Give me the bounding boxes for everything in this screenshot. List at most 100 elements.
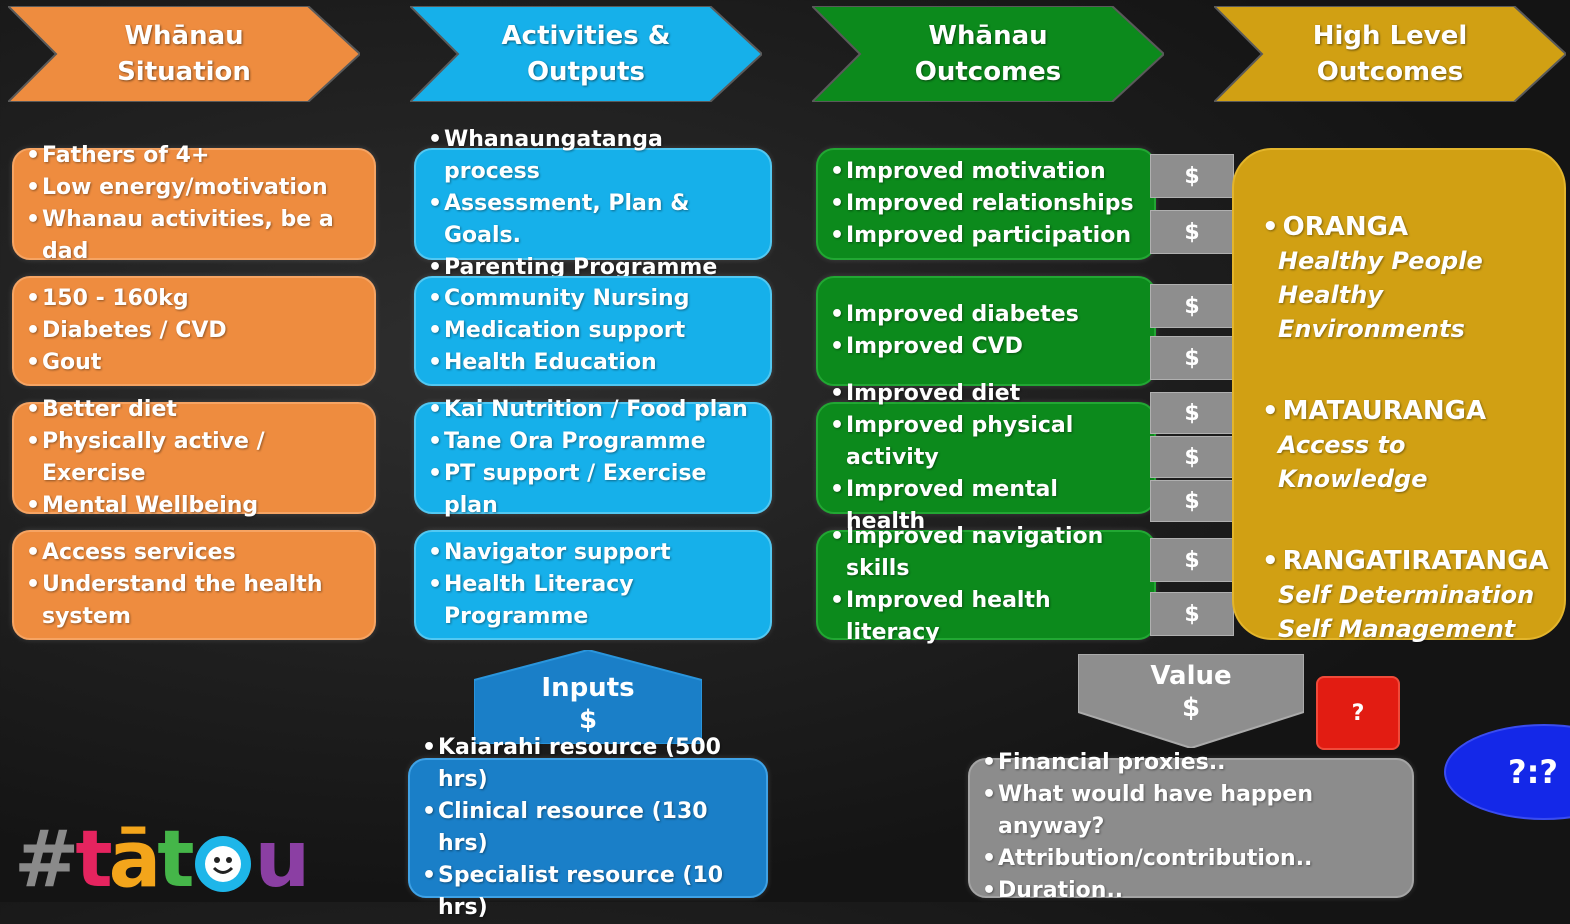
list-item: Improved participation [830,220,1142,252]
list-item: Improved CVD [830,331,1142,363]
list-item: Duration.. [982,875,1400,907]
activities-box-4: Navigator supportHealth Literacy Program… [414,530,772,640]
list-item: PT support / Exercise plan [428,458,758,522]
header-line2: Outcomes [1316,57,1464,87]
list-item: Specialist resource (10 hrs) [422,860,754,924]
high-level-sub: Self Management [1278,615,1516,643]
list-item: Attribution/contribution.. [982,843,1400,875]
high-level-sub: Healthy People [1278,247,1483,275]
inputs-box: Kaiarahi resource (500 hrs)Clinical reso… [408,732,768,920]
outcomes-box-4: Improved navigation skillsImproved healt… [816,521,1156,645]
high-level-sub: Healthy Environments [1278,281,1465,343]
list-item: Financial proxies.. [982,747,1400,779]
dollar-tab: $ [1150,392,1234,434]
high-level-sub: Self Determination [1278,581,1535,609]
list-item: Improved physical activity [830,410,1142,474]
ratio-oval: ?:? [1444,724,1570,820]
list-item: Improved diabetes [830,299,1142,331]
inputs-title: Inputs [541,673,635,703]
dollar-tab: $ [1150,480,1234,522]
list-item: Mental Wellbeing [26,490,362,522]
header-line2: Outputs [526,57,646,87]
list-item: Health Education [428,347,758,379]
chevron-shape-icon [410,6,762,102]
high-level-sub: Access to Knowledge [1278,431,1428,493]
list-item: Navigator support [428,537,758,569]
list-item: Whanau activities, be a dad [26,204,362,268]
logo-hash: # [14,815,79,905]
list-item: Diabetes / CVD [26,315,362,347]
high-level-matauranga: MATAURANGA Access to Knowledge [1262,394,1554,496]
header-line1: Activities & [501,21,671,51]
list-item: Whanaungatanga process [428,124,758,188]
list-item: Parenting Programme [428,252,758,284]
list-item: Fathers of 4+ [26,140,362,172]
situation-box-1: Fathers of 4+Low energy/motivationWhanau… [12,140,376,264]
situation-box-3: Better dietPhysically active / ExerciseM… [12,394,376,522]
list-item: Physically active / Exercise [26,426,362,490]
high-level-heading: RANGATIRATANGA [1262,544,1554,578]
activities-box-3: Kai Nutrition / Food planTane Ora Progra… [414,394,772,518]
value-symbol: $ [1181,693,1201,723]
dollar-tab: $ [1150,592,1234,636]
list-item: Clinical resource (130 hrs) [422,796,754,860]
outcomes-box-2: Improved diabetesImproved CVD [816,276,1156,386]
list-item: Health Literacy Programme [428,569,758,633]
header-line1: Whānau [928,21,1048,51]
list-item: Medication support [428,315,758,347]
list-item: Kaiarahi resource (500 hrs) [422,732,754,796]
logo-t1: t [75,815,112,905]
logo-a: ā [108,815,162,905]
high-level-outcomes-box: ORANGA Healthy People Healthy Environmen… [1232,148,1566,643]
list-item: Gout [26,347,362,379]
header-arrow-activities: Activities & Outputs [410,6,762,102]
high-level-heading: MATAURANGA [1262,394,1554,428]
header-line2: Situation [117,57,251,87]
activities-box-1: Whanaungatanga processAssessment, Plan &… [414,124,772,284]
value-title: Value [1150,661,1232,691]
header-line2: Outcomes [914,57,1062,87]
value-arrow: Value $ [1078,654,1304,748]
dollar-tab: $ [1150,436,1234,478]
dollar-tab: $ [1150,210,1234,254]
inputs-symbol: $ [578,705,598,735]
dollar-tab: $ [1150,538,1234,582]
header-line1: Whānau [124,21,244,51]
chevron-shape-icon [812,6,1164,102]
outcomes-box-1: Improved motivationImproved relationship… [816,148,1156,260]
situation-box-2: 150 - 160kgDiabetes / CVDGout [12,276,376,386]
list-item: What would have happen anyway? [982,779,1400,843]
list-item: 150 - 160kg [26,283,362,315]
high-level-heading: ORANGA [1262,210,1554,244]
smiley-face-icon [194,836,251,892]
list-item: Understand the health system [26,569,362,633]
list-item: Access services [26,537,362,569]
high-level-rangatiratanga: RANGATIRATANGA Self Determination Self M… [1262,544,1554,646]
dollar-tab: $ [1150,154,1234,198]
header-line1: High Level [1312,21,1468,51]
up-arrow-shape-icon [474,650,702,744]
logo-u: u [254,815,310,905]
list-item: Assessment, Plan & Goals. [428,188,758,252]
outcomes-box-3: Improved dietImproved physical activityI… [816,378,1156,534]
list-item: Community Nursing [428,283,758,315]
chevron-shape-icon [8,6,360,102]
list-item: Improved diet [830,378,1142,410]
list-item: Low energy/motivation [26,172,362,204]
inputs-arrow: Inputs $ [474,650,702,744]
list-item: Improved health literacy [830,585,1142,649]
situation-box-4: Access servicesUnderstand the health sys… [12,530,376,640]
dollar-tab: $ [1150,284,1234,328]
high-level-oranga: ORANGA Healthy People Healthy Environmen… [1262,210,1554,346]
list-item: Improved navigation skills [830,521,1142,585]
list-item: Improved motivation [830,156,1142,188]
dollar-tab: $ [1150,336,1234,380]
down-arrow-shape-icon [1078,654,1304,748]
chevron-shape-icon [1214,6,1566,102]
list-item: Better diet [26,394,362,426]
list-item: Improved relationships [830,188,1142,220]
question-box: ? [1316,676,1400,750]
